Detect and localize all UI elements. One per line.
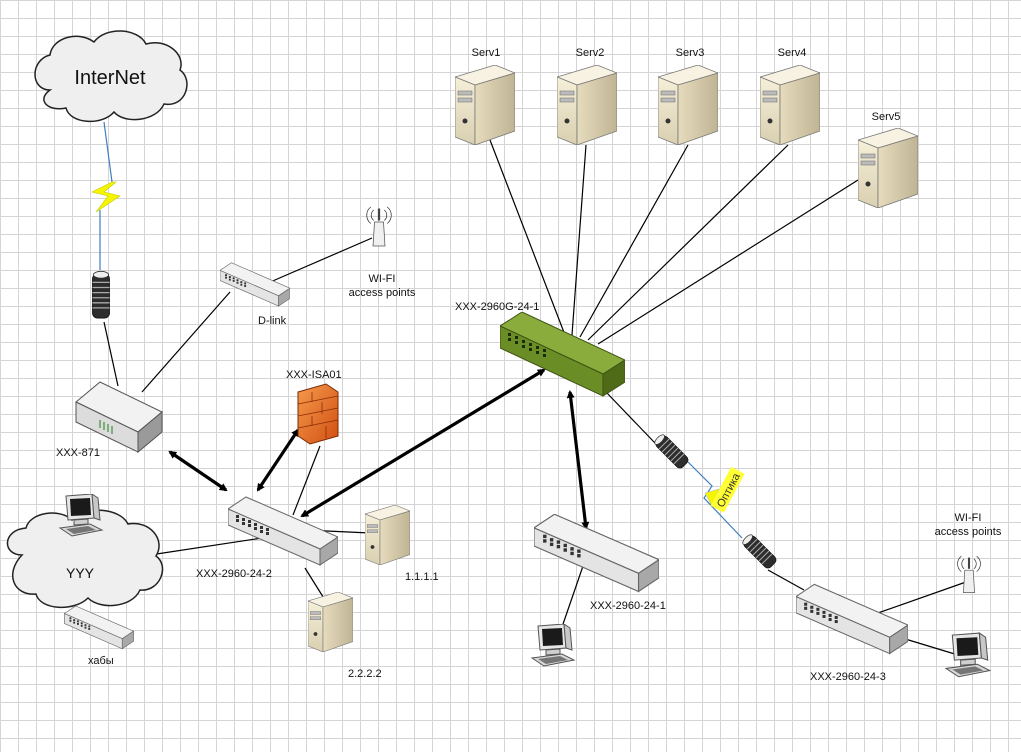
router-transceiver [91,270,111,319]
trunk-links [168,368,590,530]
switch-2-label: XXX-2960-24-2 [196,568,272,580]
serv4-label: Serv4 [778,47,807,59]
server-ip-1: 1.1.1.1 [405,571,439,583]
dlink-switch: D-link [220,262,290,327]
router-871: XXX-871 [56,381,163,459]
wifi-left-line1: WI-FI [369,273,396,285]
fiber-transceiver-top [652,432,691,471]
server-serv3: Serv3 [658,47,718,145]
server-ip-2: 2.2.2.2 [348,668,382,680]
switch-1-label: XXX-2960-24-1 [590,600,666,612]
router-label: XXX-871 [56,447,100,459]
core-switch: XXX-2960G-24-1 [455,301,625,397]
internet-cloud: InterNet [34,30,188,123]
yyy-cloud: YYY [6,509,164,609]
firewall-isa: XXX-ISA01 [286,369,342,445]
yyy-label: YYY [66,565,95,581]
server-serv4: Serv4 [760,47,820,145]
switch-2960-24-3: XXX-2960-24-3 [796,583,908,683]
dlink-label: D-link [258,315,287,327]
pc-left [59,494,103,537]
wifi-ap-right: WI-FI access points [935,512,1002,594]
server-2222: 2.2.2.2 [308,592,382,680]
serv3-label: Serv3 [676,47,705,59]
server-serv5: Serv5 [858,111,918,208]
internet-uplink [91,121,121,270]
wifi-right-line1: WI-FI [955,512,982,524]
switch-3-label: XXX-2960-24-3 [810,671,886,683]
wifi-ap-left: WI-FI access points [349,206,416,299]
wifi-right-line2: access points [935,526,1002,538]
firewall-label: XXX-ISA01 [286,369,342,381]
pc-middle [531,624,575,667]
serv1-label: Serv1 [472,47,501,59]
server-serv2: Serv2 [557,47,617,145]
serv5-label: Serv5 [872,111,901,123]
core-switch-label: XXX-2960G-24-1 [455,301,539,313]
fiber-transceiver-bottom [740,532,779,571]
hubs-label: хабы [88,655,114,667]
switch-2960-24-2: XXX-2960-24-2 [196,496,338,580]
switch-2960-24-1: XXX-2960-24-1 [534,514,666,612]
pc-right [945,632,991,678]
hubs-switch: хабы [64,606,134,667]
serv2-label: Serv2 [576,47,605,59]
wifi-left-line2: access points [349,287,416,299]
server-1111: 1.1.1.1 [365,505,439,583]
server-serv1: Serv1 [455,47,515,145]
internet-label: InterNet [74,67,146,89]
